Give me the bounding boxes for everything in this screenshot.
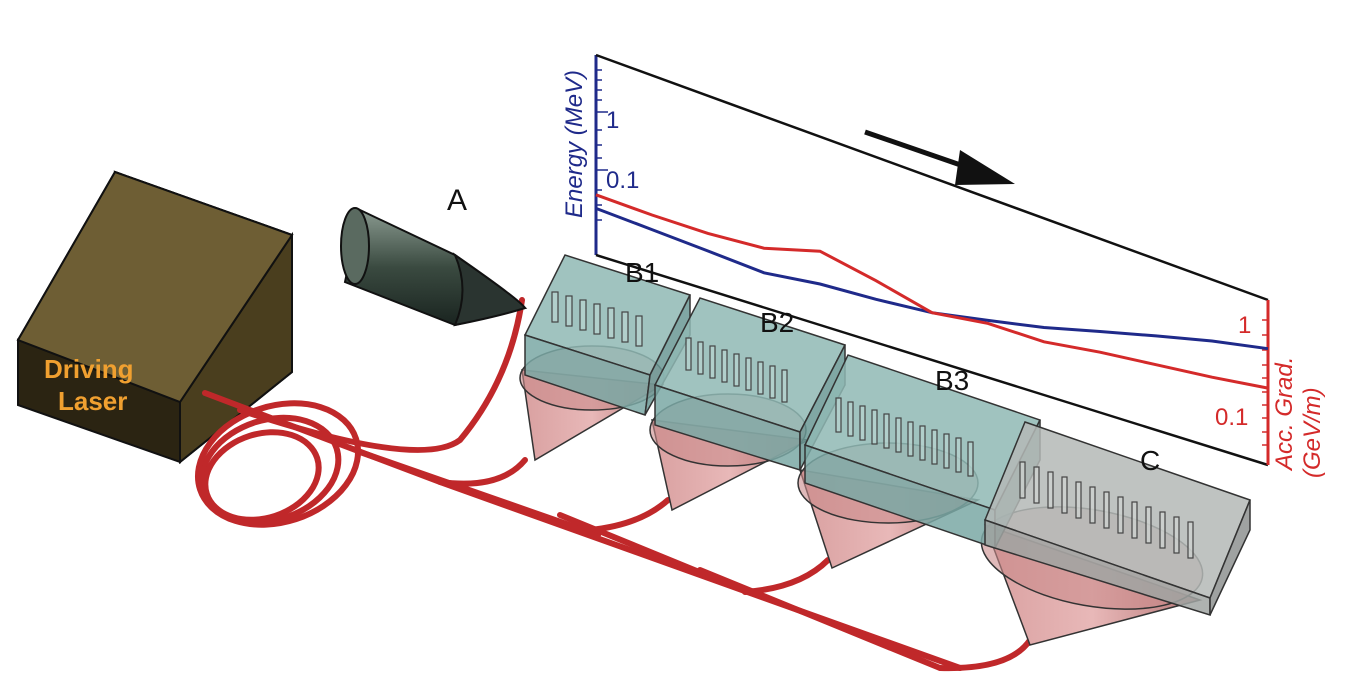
- direction-arrow: [864, 129, 1015, 185]
- emitter-label: A: [447, 184, 467, 217]
- fiber-trunk: [202, 297, 1033, 672]
- left-tick-0: 0.1: [606, 167, 639, 194]
- bottom-edge: [595, 253, 1269, 467]
- driving-laser-box: Driving Laser: [16, 170, 294, 465]
- right-axis-label-1: Acc. Grad.: [1271, 357, 1298, 472]
- fiber-coil: [194, 400, 362, 528]
- driving-laser-label-2: Laser: [58, 386, 127, 416]
- right-axis-label-2: (GeV/m): [1299, 387, 1326, 478]
- left-axis-ticks: [596, 69, 608, 221]
- stage-c-label: C: [1140, 445, 1160, 476]
- right-axis-ticks: [1262, 319, 1268, 446]
- series-gradient: [595, 193, 1269, 390]
- top-edge: [595, 53, 1269, 302]
- stage-c: C: [984, 421, 1251, 617]
- right-tick-1: 1: [1238, 312, 1251, 339]
- left-tick-1: 1: [606, 107, 619, 134]
- left-axis-label: Energy (MeV): [561, 70, 588, 218]
- driving-laser-label-1: Driving: [44, 354, 134, 384]
- chart-panel: 1 0.1 Energy (MeV) 1 0.1 Acc. Grad. (GeV…: [561, 53, 1326, 478]
- emitter-a: A: [340, 184, 528, 327]
- right-tick-0: 0.1: [1215, 404, 1248, 431]
